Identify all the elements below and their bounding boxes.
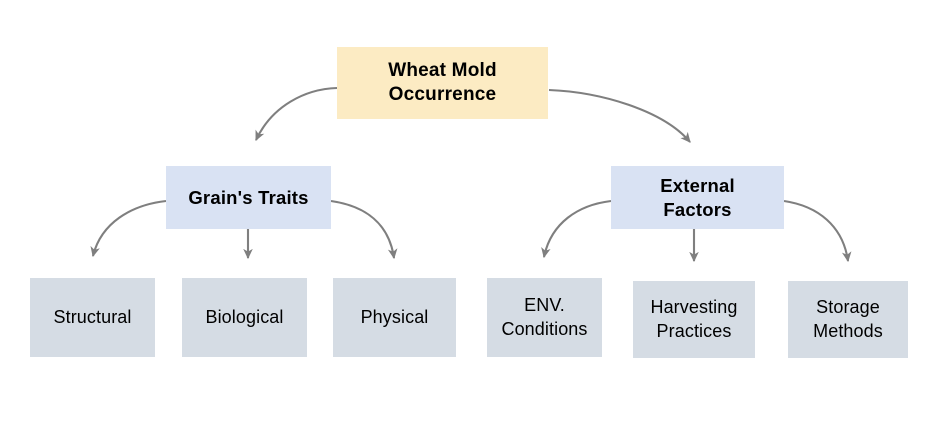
edge-grains-traits-to-structural xyxy=(90,199,167,258)
node-env-conditions[interactable]: ENV. Conditions xyxy=(487,278,602,357)
node-harvesting-practices[interactable]: Harvesting Practices xyxy=(633,281,755,358)
edge-external-factors-to-storage-methods xyxy=(783,199,852,263)
node-biological[interactable]: Biological xyxy=(182,278,307,357)
edge-grains-traits-to-physical xyxy=(330,199,398,260)
edge-root-to-external-factors xyxy=(548,88,691,143)
edge-external-factors-to-env-conditions xyxy=(541,199,612,259)
node-structural[interactable]: Structural xyxy=(30,278,155,357)
edge-root-to-grains-traits xyxy=(255,86,338,141)
node-external-factors[interactable]: External Factors xyxy=(611,166,784,229)
node-physical[interactable]: Physical xyxy=(333,278,456,357)
node-wheat-mold-occurrence[interactable]: Wheat Mold Occurrence xyxy=(337,47,548,119)
node-storage-methods[interactable]: Storage Methods xyxy=(788,281,908,358)
node-grains-traits[interactable]: Grain's Traits xyxy=(166,166,331,229)
